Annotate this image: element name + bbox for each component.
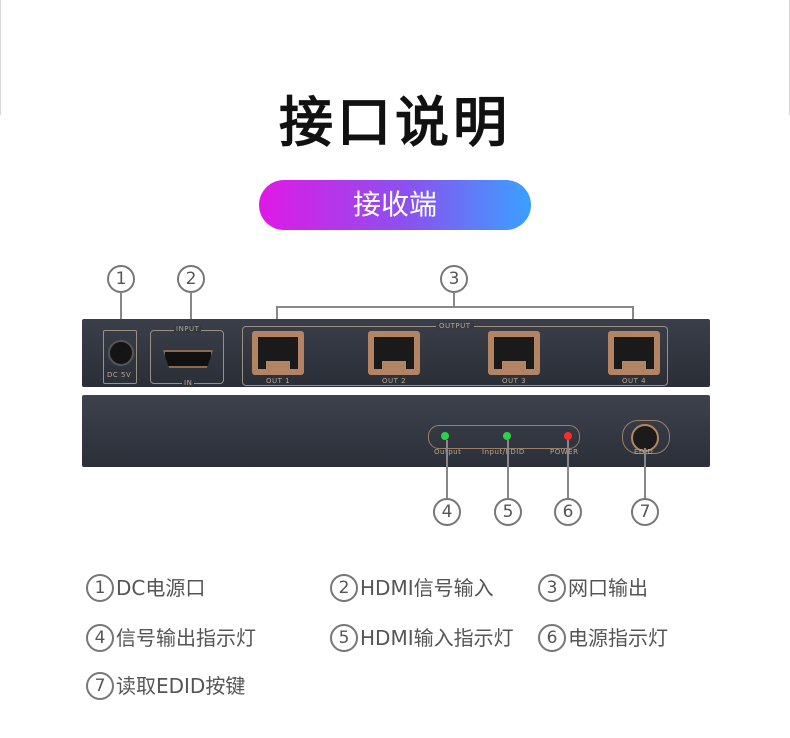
hdmi-input-bottom-label: IN: [182, 379, 195, 387]
hdmi-input-top-label: INPUT: [174, 325, 202, 333]
port-label-out4: OUT 4: [620, 377, 649, 385]
callout-5: 5: [494, 498, 522, 526]
rj45-port-3: [488, 331, 540, 375]
led-label-input-edid: Input/EDID: [482, 448, 525, 456]
callout-3-bracket-left: [276, 306, 278, 328]
callout-7-line: [644, 448, 646, 498]
legend-text-6: 电源指示灯: [568, 626, 668, 650]
callout-3: 3: [440, 265, 468, 293]
callout-7: 7: [631, 498, 659, 526]
legend-number-2: 2: [330, 573, 358, 602]
callout-6: 6: [554, 498, 582, 526]
edid-label: EDID: [634, 448, 653, 456]
legend-number-1: 1: [86, 573, 114, 602]
callout-6-line: [567, 440, 569, 498]
legend-number-7: 7: [86, 671, 114, 700]
legend-text-7: 读取EDID按键: [116, 674, 246, 698]
callout-1: 1: [107, 265, 135, 293]
dc-port-frame: [103, 330, 137, 384]
legend-number-4: 4: [86, 623, 114, 652]
callout-4-line: [446, 440, 448, 498]
callout-3-line: [453, 292, 455, 306]
legend-number-5: 5: [330, 623, 358, 652]
output-ports-frame: [242, 326, 668, 386]
legend-text-3: 网口输出: [568, 576, 648, 600]
callout-2-line: [190, 292, 192, 336]
legend-number-6: 6: [538, 623, 566, 652]
rj45-port-4: [608, 331, 660, 375]
edid-button-frame: [622, 420, 670, 454]
left-edge-divider: [0, 0, 1, 115]
callout-3-bracket-right: [632, 306, 634, 328]
hdmi-input-port: [163, 350, 213, 368]
callout-5-line: [507, 440, 509, 498]
port-label-out3: OUT 3: [500, 377, 529, 385]
port-label-out1: OUT 1: [264, 377, 293, 385]
callout-2: 2: [177, 265, 205, 293]
page-title: 接口说明: [279, 91, 511, 154]
device-front-panel: [82, 395, 710, 467]
receiver-section-badge: 接收端: [259, 180, 531, 230]
output-top-label: OUTPUT: [436, 322, 474, 330]
legend-text-2: HDMI信号输入: [360, 576, 494, 600]
legend-text-1: DC电源口: [116, 576, 206, 600]
callout-1-line: [120, 292, 122, 328]
dc-port-label: DC 5V: [107, 371, 132, 379]
dc-power-jack: [108, 340, 134, 366]
output-led-icon: [441, 432, 449, 440]
power-led-icon: [564, 432, 572, 440]
callout-3-bracket: [276, 306, 634, 308]
legend-text-4: 信号输出指示灯: [116, 626, 256, 650]
rj45-port-1: [252, 331, 304, 375]
rj45-port-2: [368, 331, 420, 375]
legend-text-5: HDMI输入指示灯: [360, 626, 514, 650]
led-label-power: POWER: [550, 448, 579, 456]
port-label-out2: OUT 2: [380, 377, 409, 385]
led-indicator-frame: [428, 425, 580, 449]
edid-button: [631, 424, 659, 452]
input-edid-led-icon: [503, 432, 511, 440]
callout-4: 4: [433, 498, 461, 526]
legend-number-3: 3: [538, 573, 566, 602]
